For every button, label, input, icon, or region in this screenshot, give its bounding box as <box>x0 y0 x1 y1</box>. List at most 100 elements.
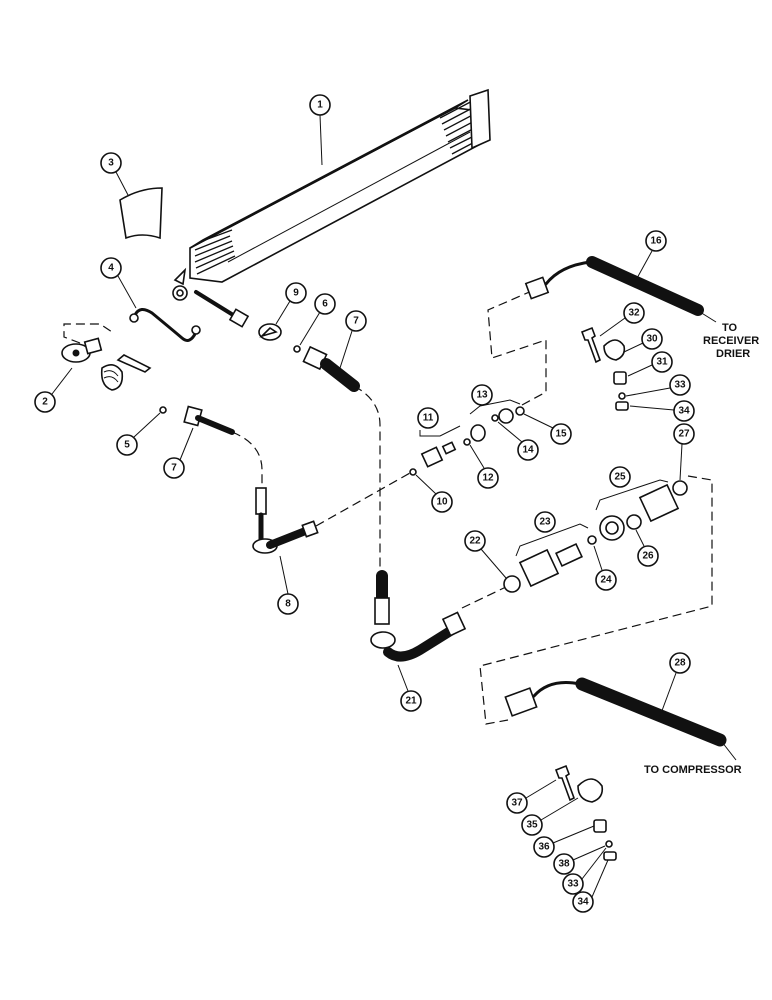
svg-text:32: 32 <box>628 308 640 319</box>
dashed-connector-21-to-22 <box>461 585 509 609</box>
capillary-tube <box>129 308 201 342</box>
callout-4: 4 <box>100 257 137 309</box>
callout-37: 37 <box>506 779 557 814</box>
callout-3: 3 <box>100 152 129 196</box>
dashed-connector-15-to-16 <box>487 289 547 406</box>
svg-text:TO: TO <box>722 322 738 334</box>
svg-text:27: 27 <box>678 429 690 440</box>
svg-text:30: 30 <box>646 334 658 345</box>
callout-34-upper: 34 <box>629 400 695 422</box>
svg-text:35: 35 <box>526 820 538 831</box>
callout-31: 31 <box>627 351 673 377</box>
svg-text:23: 23 <box>539 517 551 528</box>
callout-20: 7 <box>339 310 367 369</box>
callout-38: 38 <box>553 845 606 875</box>
callout-15: 15 <box>523 413 572 445</box>
dashed-connector-27-to-28 <box>479 475 713 725</box>
hose-fitting-20 <box>302 345 360 392</box>
callout-28: 28 <box>659 652 691 717</box>
svg-text:5: 5 <box>124 440 130 451</box>
svg-text:24: 24 <box>600 575 612 586</box>
svg-text:11: 11 <box>423 413 434 424</box>
hose-28 <box>504 677 737 761</box>
callout-7: 7 <box>163 427 194 479</box>
o-ring-6 <box>293 345 301 353</box>
svg-text:7: 7 <box>353 316 359 327</box>
callout-11: 11 <box>417 407 461 437</box>
callout-1: 1 <box>309 94 331 166</box>
svg-text:33: 33 <box>567 879 579 890</box>
callout-16: 16 <box>635 230 667 281</box>
callout-32: 32 <box>599 302 645 337</box>
callout-35: 35 <box>521 797 579 836</box>
o-ring-5 <box>159 406 167 414</box>
svg-text:RECEIVER: RECEIVER <box>703 335 759 347</box>
dashed-connector-20-to-21 <box>353 385 381 570</box>
callout-33-upper: 33 <box>625 374 691 397</box>
callout-13: 13 <box>469 384 521 415</box>
callout-12: 12 <box>469 444 499 489</box>
callout-34-lower: 34 <box>572 859 609 913</box>
svg-text:34: 34 <box>577 897 589 908</box>
svg-text:10: 10 <box>436 497 448 508</box>
svg-text:25: 25 <box>614 472 626 483</box>
callout-23: 23 <box>515 511 589 557</box>
callout-33-lower: 33 <box>562 847 607 895</box>
callout-2: 2 <box>34 367 73 413</box>
callout-6: 6 <box>299 293 336 346</box>
callout-25: 25 <box>595 466 669 511</box>
svg-text:4: 4 <box>108 263 114 274</box>
evaporator-core <box>172 88 491 328</box>
svg-text:21: 21 <box>405 696 417 707</box>
svg-text:37: 37 <box>511 798 523 809</box>
svg-text:7: 7 <box>171 463 177 474</box>
adapter-7 <box>183 405 235 435</box>
callout-27: 27 <box>673 423 695 481</box>
note-to-receiver-drier: TO RECEIVER DRIER <box>703 322 759 360</box>
expansion-valve <box>61 337 152 391</box>
svg-text:31: 31 <box>656 357 668 368</box>
svg-text:15: 15 <box>555 429 567 440</box>
svg-text:36: 36 <box>538 842 550 853</box>
callout-5: 5 <box>116 412 161 456</box>
svg-text:26: 26 <box>642 551 654 562</box>
callout-10: 10 <box>415 474 453 513</box>
note-to-compressor: TO COMPRESSOR <box>644 764 742 776</box>
svg-text:1: 1 <box>317 100 323 111</box>
elbow-21 <box>370 570 467 662</box>
clamp-hardware-upper <box>580 326 629 411</box>
svg-text:13: 13 <box>476 390 488 401</box>
svg-text:6: 6 <box>322 299 328 310</box>
callout-8: 8 <box>277 555 299 615</box>
callout-36: 36 <box>533 825 595 858</box>
dashed-connector-7-to-8 <box>231 431 263 485</box>
svg-text:34: 34 <box>678 406 690 417</box>
svg-text:8: 8 <box>285 599 291 610</box>
dashed-connector-8-to-10 <box>315 472 411 527</box>
dashed-connector-2-to-4 <box>63 323 113 344</box>
elbow-tube-8 <box>252 487 319 554</box>
callout-22: 22 <box>464 530 507 579</box>
svg-text:22: 22 <box>469 536 481 547</box>
svg-text:DRIER: DRIER <box>716 348 750 360</box>
svg-text:12: 12 <box>482 473 494 484</box>
callout-14: 14 <box>497 421 539 461</box>
fitting-group-10-15 <box>409 406 525 476</box>
clamp-9 <box>258 323 282 341</box>
svg-text:16: 16 <box>650 236 662 247</box>
callout-9: 9 <box>275 282 307 325</box>
clamp-hardware-lower <box>554 764 617 861</box>
callout-21: 21 <box>397 664 422 712</box>
callout-26: 26 <box>635 529 659 567</box>
svg-text:28: 28 <box>674 658 686 669</box>
svg-text:14: 14 <box>522 445 534 456</box>
svg-text:33: 33 <box>674 380 686 391</box>
svg-text:38: 38 <box>558 859 570 870</box>
callout-24: 24 <box>593 545 617 591</box>
insulation-pad <box>119 187 163 240</box>
svg-text:3: 3 <box>108 158 114 169</box>
fitting-group-22-27 <box>503 480 688 593</box>
callout-30: 30 <box>623 328 663 353</box>
hose-16 <box>524 256 717 323</box>
